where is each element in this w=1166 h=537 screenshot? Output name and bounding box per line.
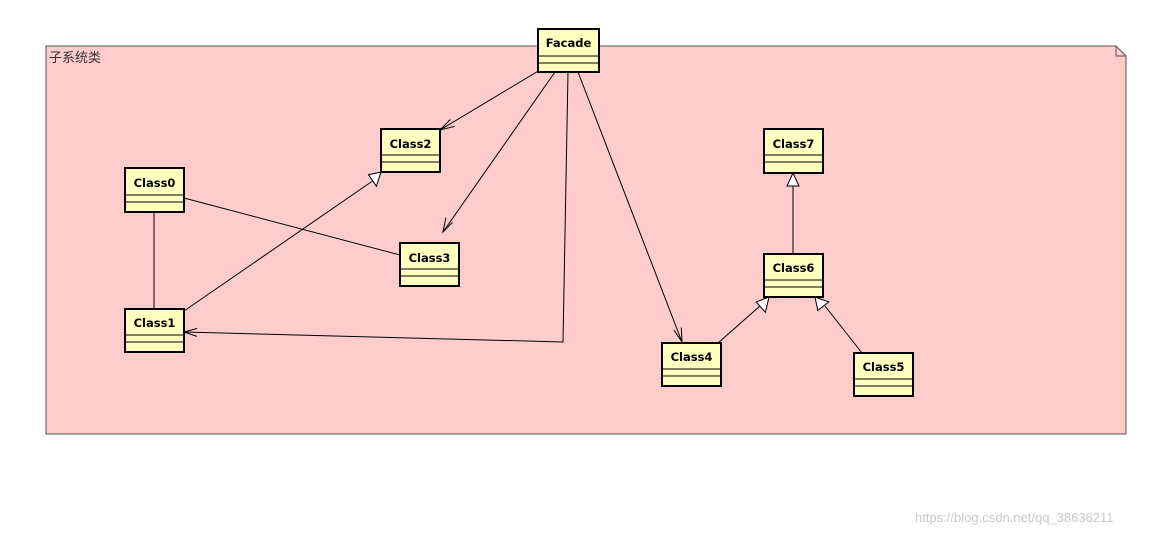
class-name: Class2 xyxy=(390,137,432,151)
class-class4[interactable]: Class4 xyxy=(661,342,722,387)
class-name: Class6 xyxy=(773,261,815,275)
triangle-head xyxy=(755,296,770,314)
class-name: Class1 xyxy=(134,316,176,330)
class-name: Class3 xyxy=(409,251,451,265)
class-name: Class5 xyxy=(863,360,905,374)
triangle-head xyxy=(786,171,800,187)
triangle-head xyxy=(367,171,382,188)
package-fold xyxy=(1115,46,1126,57)
rel-facade-class1[interactable] xyxy=(183,71,569,343)
rel-facade-class4[interactable] xyxy=(577,71,683,343)
rel-class1-class2[interactable] xyxy=(183,179,375,312)
class-class3[interactable]: Class3 xyxy=(399,242,460,287)
class-class6[interactable]: Class6 xyxy=(763,253,824,298)
watermark-url: https://blog.csdn.net/qq_38636211 xyxy=(915,510,1114,525)
class-name: Class4 xyxy=(671,350,713,364)
rel-class4-class6[interactable] xyxy=(717,305,761,344)
package-frame xyxy=(45,45,1127,435)
class-class7[interactable]: Class7 xyxy=(763,128,824,174)
class-class2[interactable]: Class2 xyxy=(380,128,441,173)
rel-class5-class6[interactable] xyxy=(824,305,863,354)
class-name: Class0 xyxy=(134,176,176,190)
class-name: Facade xyxy=(546,36,592,50)
class-class0[interactable]: Class0 xyxy=(124,167,185,213)
class-facade[interactable]: Facade xyxy=(537,28,600,73)
rel-facade-class2[interactable] xyxy=(439,69,541,131)
rel-facade-class3[interactable] xyxy=(442,71,556,233)
rel-class0-class3[interactable] xyxy=(183,197,401,256)
subsystem-package[interactable]: 子系统类 xyxy=(45,45,1127,435)
generalization-heads xyxy=(367,171,830,314)
class-name: Class7 xyxy=(773,137,815,151)
package-label: 子系统类 xyxy=(49,51,101,66)
arrowhead-open xyxy=(442,217,453,234)
class-class1[interactable]: Class1 xyxy=(124,308,185,353)
triangle-head xyxy=(814,296,830,312)
class-class5[interactable]: Class5 xyxy=(853,352,914,397)
relations xyxy=(153,69,863,354)
